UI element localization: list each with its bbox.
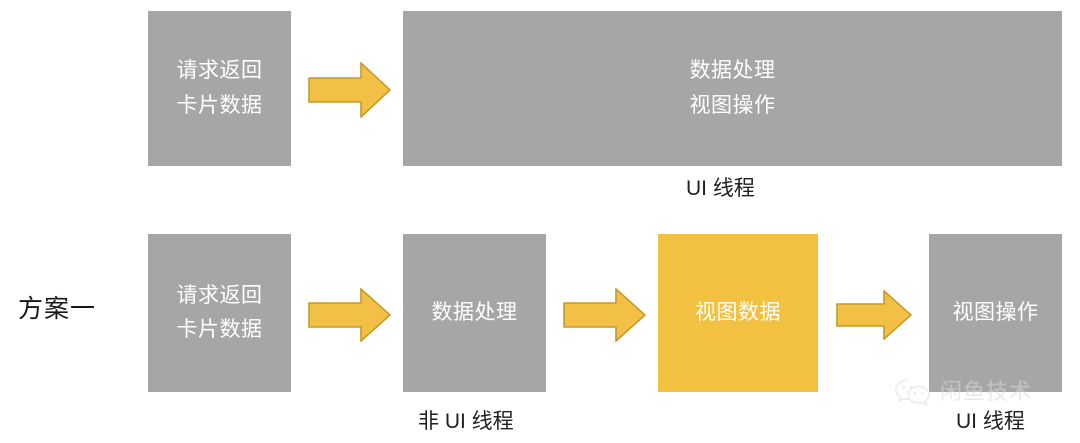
arrow-right-icon-bottom-2 xyxy=(563,288,646,342)
box-text-line2: 视图操作 xyxy=(689,93,776,117)
caption-bottom-ui-thread: UI 线程 xyxy=(956,410,1025,433)
top-box-request-card-data: 请求返回 卡片数据 xyxy=(148,11,291,166)
scheme-label: 方案一 xyxy=(18,295,97,323)
box-text-line2: 卡片数据 xyxy=(176,93,263,117)
box-text-line1: 数据处理 xyxy=(689,59,776,83)
bottom-box-data-process: 数据处理 xyxy=(403,234,546,392)
bottom-box-view-data: 视图数据 xyxy=(658,234,818,392)
caption-top-ui-thread: UI 线程 xyxy=(686,177,755,200)
box-text-line1: 数据处理 xyxy=(431,300,518,324)
arrow-right-icon-bottom-1 xyxy=(308,288,391,342)
bottom-box-request-card-data: 请求返回 卡片数据 xyxy=(148,234,291,392)
top-box-data-process-view-operation: 数据处理 视图操作 xyxy=(403,11,1062,166)
caption-bottom-non-ui-thread: 非 UI 线程 xyxy=(418,410,514,433)
box-text-line1: 请求返回 xyxy=(176,283,263,307)
wechat-icon xyxy=(893,377,933,407)
bottom-box-view-operation: 视图操作 xyxy=(929,234,1062,392)
box-text-line1: 视图数据 xyxy=(695,300,781,324)
box-text-line1: 视图操作 xyxy=(952,300,1039,324)
arrow-right-icon-top-1 xyxy=(308,62,391,118)
arrow-right-icon-bottom-3 xyxy=(836,290,912,340)
box-text-line2: 卡片数据 xyxy=(176,318,263,341)
box-text-line1: 请求返回 xyxy=(176,59,263,83)
